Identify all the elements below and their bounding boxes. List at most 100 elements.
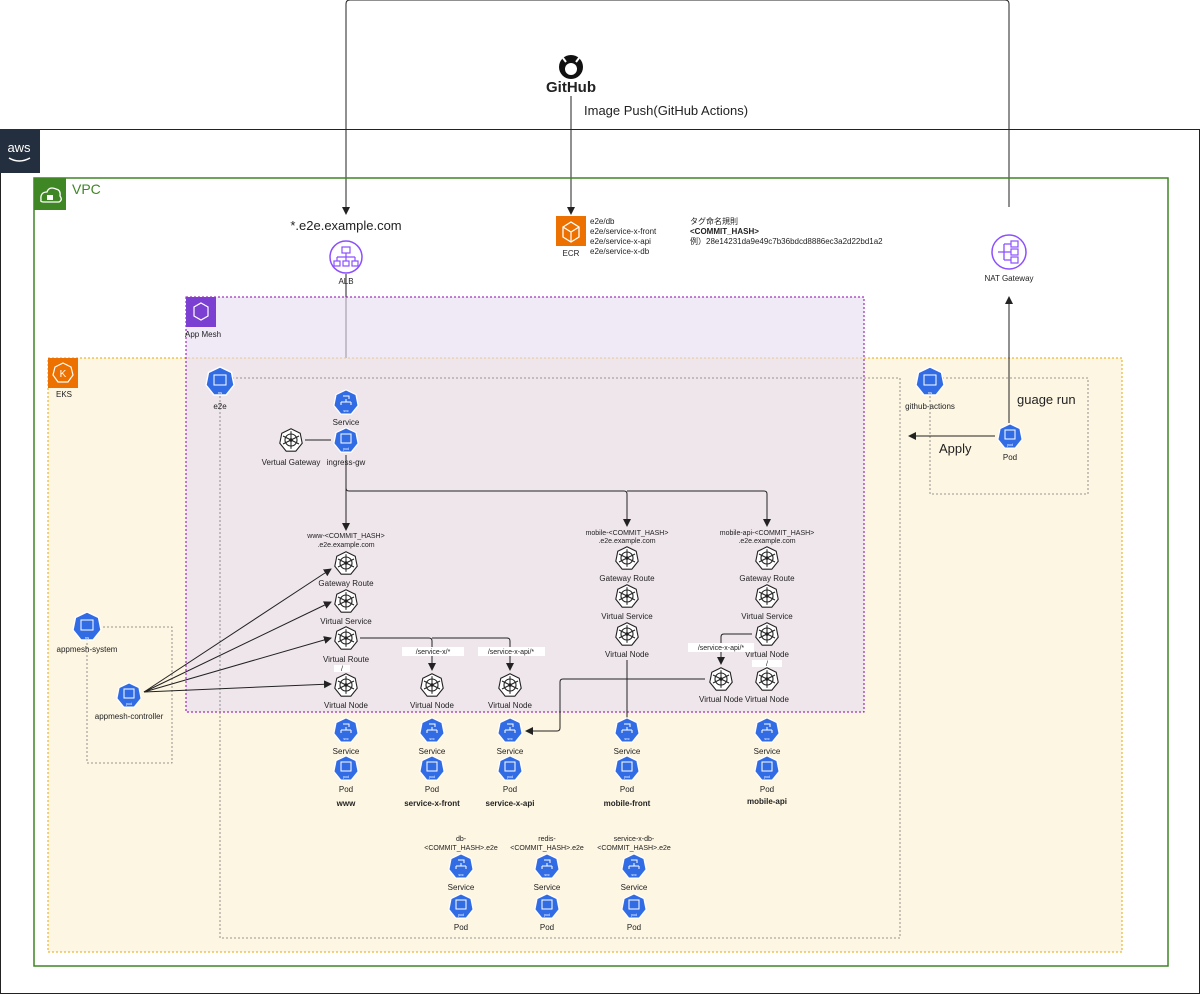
service-x-db-host-line2: <COMMIT_HASH>.e2e: [597, 845, 671, 852]
svg-text:svc: svc: [343, 737, 349, 741]
github-logo: GitHub: [546, 55, 596, 96]
app-service-x-api-label: service-x-api: [486, 799, 535, 808]
mobile-gateway-route: Gateway Route: [599, 546, 655, 583]
service-x-api-virtual-node: Virtual Node: [488, 673, 532, 710]
mobile-api-host-line1: mobile-api-<COMMIT_HASH>: [720, 530, 815, 537]
mobile-virtual-service: Virtual Service: [601, 584, 653, 621]
app-mobile-api-label: mobile-api: [747, 797, 787, 806]
nat-gateway-icon: [991, 234, 1027, 270]
svg-text:Virtual Node: Virtual Node: [410, 701, 454, 710]
svg-text:pod: pod: [343, 775, 349, 779]
db-host-line2: <COMMIT_HASH>.e2e: [424, 845, 498, 852]
github-actions-pod-label: Pod: [1003, 453, 1017, 462]
ns-github-actions: ns github-actions: [905, 366, 955, 411]
svg-text:Virtual Node: Virtual Node: [605, 650, 649, 659]
www-gateway-route: Gateway Route: [318, 551, 374, 588]
mobile-host-line1: mobile-<COMMIT_HASH>: [586, 530, 669, 537]
service-x-api-pod-label: Pod: [503, 785, 517, 794]
mobile-host-line2: .e2e.example.com: [598, 538, 655, 545]
svg-text:svc: svc: [458, 873, 464, 877]
ns-e2e-label: e2e: [213, 402, 227, 411]
image-push-label: Image Push(GitHub Actions): [584, 103, 748, 118]
svg-text:Virtual Node: Virtual Node: [488, 701, 532, 710]
mobile-front-pod-label: Pod: [620, 785, 634, 794]
redis-service-label: Service: [534, 883, 561, 892]
mobile-api-prefix-route: /service-x-api/*: [698, 645, 745, 652]
redis-host-line1: redis-: [538, 836, 556, 843]
svg-text:svc: svc: [764, 737, 770, 741]
mobile-virtual-node: Virtual Node: [605, 622, 649, 659]
apply-label: Apply: [939, 441, 972, 456]
mobile-api-pod-label: Pod: [760, 785, 774, 794]
www-pod-label: Pod: [339, 785, 353, 794]
ns-appmesh-system-label: appmesh-system: [57, 645, 118, 654]
www-root-route: /: [341, 666, 343, 673]
svg-text:pod: pod: [507, 775, 513, 779]
svg-text:svc: svc: [343, 409, 349, 413]
svg-text:svc: svc: [544, 873, 550, 877]
www-virtual-node: Virtual Node: [324, 673, 368, 710]
svg-text:ns: ns: [928, 390, 932, 395]
service-x-api-service-label: Service: [497, 747, 524, 756]
tag-rule-title: タグ命名規則: [690, 216, 738, 226]
mobile-front-service-label: Service: [614, 747, 641, 756]
service-x-db-host-line1: service-x-db-: [614, 836, 655, 843]
www-virtual-service: Virtual Service: [320, 589, 372, 626]
svg-text:pod: pod: [544, 913, 550, 917]
service-x-front-virtual-node: Virtual Node: [410, 673, 454, 710]
app-service-x-front-label: service-x-front: [404, 799, 460, 808]
tag-rule-format: <COMMIT_HASH>: [690, 227, 759, 236]
svg-text:Virtual Node: Virtual Node: [324, 701, 368, 710]
ecr-repo: e2e/service-x-front: [590, 227, 657, 236]
www-host-line1: www-<COMMIT_HASH>: [306, 533, 384, 540]
ingress-gw-pod: pod ingress-gw: [327, 427, 366, 467]
svg-text:Virtual Node: Virtual Node: [699, 695, 743, 704]
aws-logo-text: aws: [7, 140, 31, 155]
svg-text:pod: pod: [764, 775, 770, 779]
e2e-namespace-boundary: [219, 377, 901, 939]
ns-e2e: ns e2e: [205, 366, 235, 411]
mobile-api-virtual-node: Virtual Node: [745, 667, 789, 704]
db-host-line1: db-: [456, 836, 467, 843]
eks-label: EKS: [56, 390, 72, 399]
virtual-gateway-label: Vertual Gateway: [262, 458, 321, 467]
ingress-gw-label: ingress-gw: [327, 458, 366, 467]
app-mesh-label: App Mesh: [185, 330, 221, 339]
svg-text:pod: pod: [624, 775, 630, 779]
db-pod-label: Pod: [454, 923, 468, 932]
service-x-front-service-label: Service: [419, 747, 446, 756]
mobile-api-virtual-router: Virtual Node: [745, 622, 789, 659]
redis-pod-label: Pod: [540, 923, 554, 932]
mobile-api-gateway-route: Gateway Route: [739, 546, 795, 583]
nat-gateway-label: NAT Gateway: [984, 274, 1033, 283]
www-service-label: Service: [333, 747, 360, 756]
service-x-api-route-label: /service-x-api/*: [488, 649, 535, 656]
svg-text:Virtual Route: Virtual Route: [323, 655, 370, 664]
svg-text:ns: ns: [85, 635, 89, 640]
redis-host-line2: <COMMIT_HASH>.e2e: [510, 845, 584, 852]
guage-run-label: guage run: [1017, 392, 1076, 407]
appmesh-controller-label: appmesh-controller: [95, 712, 164, 721]
connector-lines: [143, 296, 1013, 735]
tag-rule-example: 例）28e14231da9e49c7b36bdcd8886ec3a2d22bd1…: [690, 236, 883, 246]
ecr-repo: e2e/service-x-api: [590, 237, 651, 246]
alb-icon: [329, 240, 363, 274]
service-x-db-pod-label: Pod: [627, 923, 641, 932]
svg-text:pod: pod: [631, 913, 637, 917]
mobile-api-root-route: /: [766, 661, 768, 668]
svg-text:Gateway Route: Gateway Route: [318, 579, 374, 588]
